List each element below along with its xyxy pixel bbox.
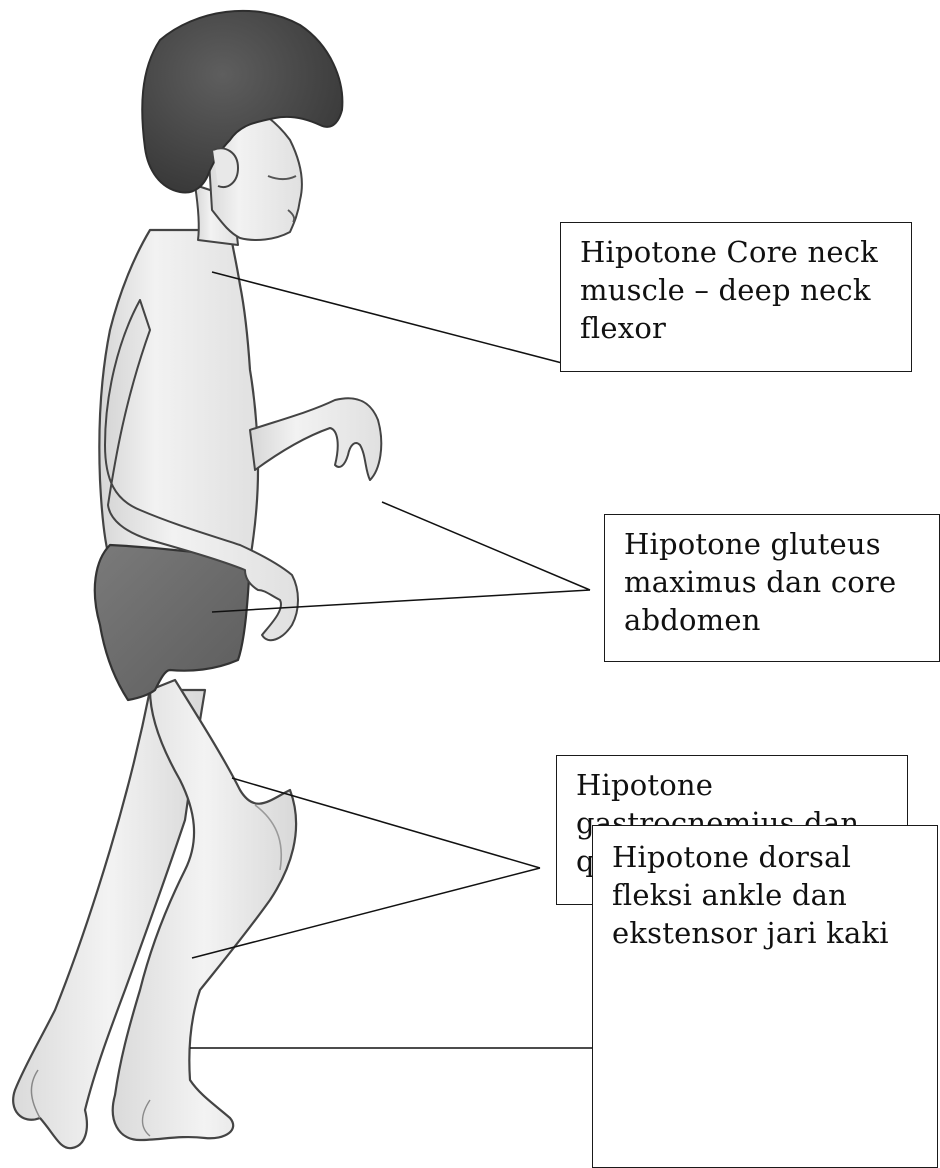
label-gluteus-core: Hipotone gluteus maximus dan core abdome… xyxy=(604,514,940,662)
far-arm xyxy=(250,398,381,480)
shorts xyxy=(95,545,250,700)
label-ankle-dorsiflexion: Hipotone dorsal fleksi ankle dan ekstens… xyxy=(592,825,938,1168)
leader-line-glute-upper xyxy=(382,502,590,590)
leader-line-neck xyxy=(212,272,562,363)
label-neck-flexor: Hipotone Core neck muscle – deep neck fl… xyxy=(560,222,912,372)
